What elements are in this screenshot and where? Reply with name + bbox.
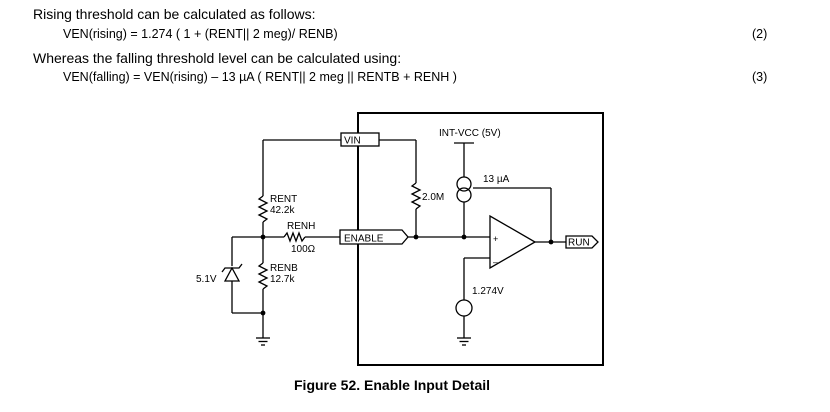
- reference-voltage-source: [455, 299, 473, 317]
- vref-label: 1.274V: [472, 286, 504, 297]
- figure-caption: Figure 52. Enable Input Detail: [294, 377, 491, 393]
- zener-diode: [223, 266, 241, 282]
- renh-name-label: RENH: [287, 221, 315, 232]
- renb-value-label: 12.7k: [270, 274, 295, 285]
- junction-current-source: [461, 234, 467, 240]
- equation-rising: VEN(rising) = 1.274 ( 1 + (RENT|| 2 meg)…: [63, 27, 338, 41]
- current-source-circle-1: [456, 176, 472, 192]
- intro-falling-text: Whereas the falling threshold level can …: [33, 50, 402, 66]
- rent-name-label: RENT: [270, 194, 297, 205]
- renh-resistor: [283, 231, 306, 243]
- int-vcc-label: INT-VCC (5V): [439, 128, 501, 139]
- intro-rising-text: Rising threshold can be calculated as fo…: [33, 6, 316, 22]
- junction-zener-bottom: [260, 310, 266, 316]
- zener-label: 5.1V: [196, 274, 217, 285]
- current-source-label: 13 µA: [483, 174, 510, 185]
- current-source-circle-2: [456, 187, 472, 203]
- r2m-label: 2.0M: [422, 192, 444, 203]
- equation-number-3: (3): [752, 70, 768, 84]
- renb-resistor: [257, 262, 269, 290]
- comparator-plus-label: +: [493, 234, 498, 244]
- renh-value-label: 100Ω: [291, 244, 316, 255]
- run-label: RUN: [568, 238, 590, 249]
- comparator-triangle: [489, 214, 537, 270]
- renb-name-label: RENB: [270, 263, 298, 274]
- comparator-minus-label: –: [493, 257, 498, 267]
- junction-output: [548, 239, 554, 245]
- rent-value-label: 42.2k: [270, 205, 295, 216]
- zener-bar: [221, 263, 243, 273]
- rent-resistor: [257, 195, 269, 223]
- junction-r2m: [413, 234, 419, 240]
- r2m-resistor: [410, 182, 422, 210]
- equation-falling: VEN(falling) = VEN(rising) – 13 µA ( REN…: [63, 70, 457, 84]
- vin-label: VIN: [344, 136, 361, 147]
- equation-number-2: (2): [752, 27, 768, 41]
- vin-pin-box: [340, 132, 380, 147]
- enable-label: ENABLE: [344, 234, 384, 245]
- junction-left: [260, 234, 266, 240]
- run-pin-box: [565, 235, 599, 249]
- enable-pin-box: [339, 229, 409, 245]
